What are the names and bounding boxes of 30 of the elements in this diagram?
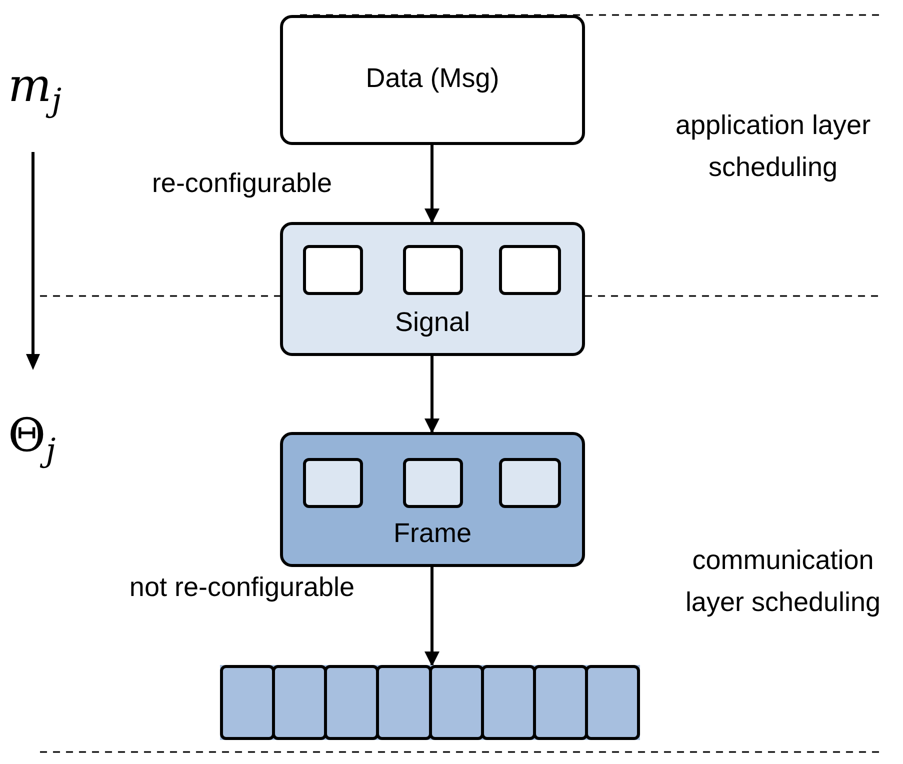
small-box (403, 458, 463, 508)
layer-note: communication layer scheduling (684, 544, 882, 619)
layer-box (280, 222, 585, 356)
arrow (424, 145, 440, 224)
layer-label: Data (Msg) (366, 63, 500, 94)
layer-box (280, 432, 585, 567)
queue-slot (532, 665, 588, 740)
small-box (499, 458, 561, 508)
queue-slot (220, 665, 276, 740)
small-box (303, 245, 363, 295)
arrow (424, 567, 440, 666)
layer-note: application layer scheduling (674, 109, 872, 184)
queue-slot (584, 665, 640, 740)
queue-slot (324, 665, 380, 740)
small-box (499, 245, 561, 295)
small-box (303, 458, 363, 508)
note: re-configurable (150, 167, 334, 200)
layer-label: Signal (394, 307, 470, 338)
layer-box (280, 15, 585, 145)
arrow (424, 356, 440, 434)
queue-slot (376, 665, 432, 740)
small-box (403, 245, 463, 295)
layer-label: Frame (393, 518, 472, 549)
math-symbol: m$_{j}$ (8, 60, 62, 122)
math-symbol: Θ$_{j}$ (8, 410, 56, 472)
queue-slot (428, 665, 484, 740)
queue-slot (480, 665, 536, 740)
queue-bar (220, 665, 640, 740)
note: not re-configurable (128, 571, 356, 604)
queue-slot (272, 665, 328, 740)
